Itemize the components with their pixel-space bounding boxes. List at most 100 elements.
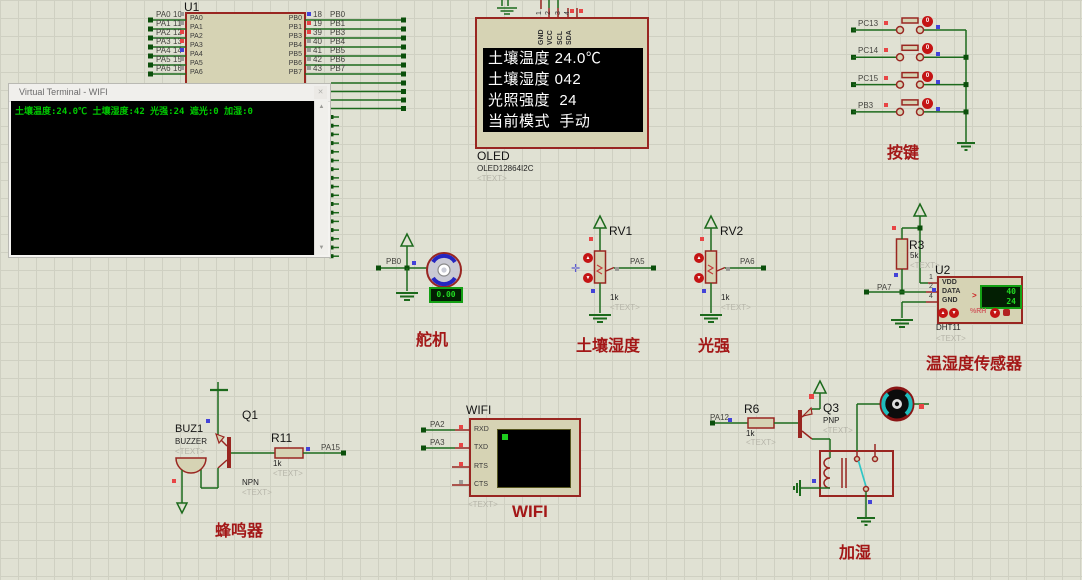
buz1-ref: BUZ1 <box>175 423 204 435</box>
push-button[interactable] <box>901 99 919 106</box>
wire-terminal <box>329 236 334 241</box>
ground-arrow-icon <box>175 502 189 515</box>
oled-screen: 土壤温度 24.0℃ 土壤湿度 042 光照强度 24 当前模式 手动 <box>483 48 643 132</box>
terminal-screen[interactable]: 土壤温度:24.0℃ 土壤湿度:42 光强:24 遮光:0 加湿:0 <box>11 101 314 255</box>
logic-indicator <box>884 48 888 53</box>
logic-indicator <box>180 21 184 25</box>
power-icon <box>703 214 719 229</box>
logic-indicator <box>570 9 574 13</box>
oled-pin-name: SDA <box>566 30 573 45</box>
terminal-title: Virtual Terminal - WIFI <box>19 87 108 97</box>
key-contact <box>915 53 925 62</box>
dht-increase-button[interactable]: ▲ <box>938 308 948 318</box>
pin-number: 19 <box>313 19 322 28</box>
logic-indicator <box>589 237 593 241</box>
humid-label: 加湿 <box>839 545 872 562</box>
dht-part: DHT11 <box>936 323 961 332</box>
key-state-button[interactable]: 0 <box>922 43 933 55</box>
wire-terminal <box>329 193 334 198</box>
pin-number: 41 <box>313 46 322 55</box>
rv1-increase-button[interactable]: ▲ <box>583 253 593 263</box>
rv2-increase-button[interactable]: ▲ <box>694 253 704 263</box>
wifi-pin-name: RXD <box>474 426 489 433</box>
r11-ref: R11 <box>271 431 293 445</box>
dht-temp-button[interactable]: ▼ <box>990 308 1000 318</box>
r6-ref: R6 <box>744 402 760 416</box>
wire-terminal <box>329 167 334 172</box>
logic-indicator <box>307 39 311 43</box>
wire-terminal <box>329 202 334 206</box>
push-button[interactable] <box>901 17 919 24</box>
logic-indicator <box>307 12 311 16</box>
wire-terminal <box>401 35 406 41</box>
power-icon <box>912 202 928 217</box>
rv1-label: 土壤湿度 <box>576 338 641 355</box>
pnp-emitter-arrow <box>801 406 813 418</box>
logic-indicator <box>307 57 311 61</box>
key-contact <box>895 80 905 89</box>
key-contact <box>895 25 905 35</box>
oled-pin-number: 1 <box>536 11 543 15</box>
pin-name: PA3 <box>190 42 203 49</box>
dht-hum-value: 24 <box>1006 297 1016 306</box>
scroll-down-icon[interactable]: ▼ <box>318 245 325 251</box>
wire-terminal <box>148 17 153 23</box>
rv2-ref: RV2 <box>720 224 744 238</box>
wifi-pin-name: CTS <box>474 481 488 488</box>
terminal-body: 土壤温度:24.0℃ 土壤湿度:42 光强:24 遮光:0 加湿:0 ▲ ▼ <box>11 101 328 255</box>
dht-decrease-button[interactable]: ▼ <box>949 308 959 318</box>
logic-indicator <box>884 102 888 107</box>
key-state-button[interactable]: 0 <box>922 70 933 82</box>
scroll-up-icon[interactable]: ▲ <box>318 104 325 110</box>
key-state-button[interactable]: 0 <box>922 97 933 109</box>
key-contact <box>915 107 925 117</box>
pin-name: PB5 <box>288 51 302 58</box>
wire-terminal <box>329 123 334 128</box>
logic-indicator <box>307 48 311 52</box>
logic-indicator <box>919 404 924 409</box>
pin-name: PA6 <box>190 69 203 76</box>
u2-ref: U2 <box>935 263 951 277</box>
dht-label: 温湿度传感器 <box>926 356 1023 373</box>
terminal-close-button[interactable]: ✕ <box>314 86 327 99</box>
pin-name: PA2 <box>190 33 203 40</box>
pin-number: 43 <box>313 64 322 73</box>
rv1-decrease-button[interactable]: ▼ <box>583 273 593 283</box>
terminal-titlebar[interactable]: Virtual Terminal - WIFI ✕ <box>9 84 330 102</box>
pin-net-label: PB4 <box>330 37 346 46</box>
pin-number: 13 <box>173 37 182 46</box>
q1-text-placeholder: <TEXT> <box>242 488 272 497</box>
pin-net-label: PB6 <box>330 55 346 64</box>
oled-line: 光照强度 24 <box>488 92 578 109</box>
logic-indicator <box>307 30 311 34</box>
push-button[interactable] <box>901 71 919 79</box>
pin-number: 10 <box>173 10 182 19</box>
terminal-scrollbar[interactable]: ▲ ▼ <box>314 101 328 255</box>
push-button[interactable] <box>901 44 919 52</box>
oled-pin-number: 2 <box>545 11 552 15</box>
wire-terminal <box>329 158 334 163</box>
junction <box>963 82 969 88</box>
key-net-label: PC15 <box>858 73 879 83</box>
pin-net-label: PA6 <box>156 64 171 73</box>
ground-icon <box>396 292 418 301</box>
pin-number: 18 <box>313 10 322 19</box>
key-state-button[interactable]: 0 <box>922 16 933 27</box>
buz1-part: BUZZER <box>175 437 207 446</box>
rv2-text-placeholder: <TEXT> <box>721 303 751 312</box>
temp-icon <box>1003 309 1010 316</box>
rv2-label: 光强 <box>698 338 731 355</box>
ground-icon <box>497 7 517 15</box>
servo-net-label: PB0 <box>386 257 402 266</box>
power-icon <box>592 214 608 229</box>
buzzer-circuit <box>175 382 346 515</box>
servo-value: 0.00 <box>436 290 456 299</box>
wire-terminal <box>329 132 334 137</box>
logic-indicator <box>936 106 940 111</box>
dht-net-label: PA7 <box>877 283 892 292</box>
pin-number: 15 <box>173 55 182 64</box>
key-group <box>957 30 975 151</box>
rv2-decrease-button[interactable]: ▼ <box>694 273 704 283</box>
u2-pin-name: GND <box>942 297 958 304</box>
